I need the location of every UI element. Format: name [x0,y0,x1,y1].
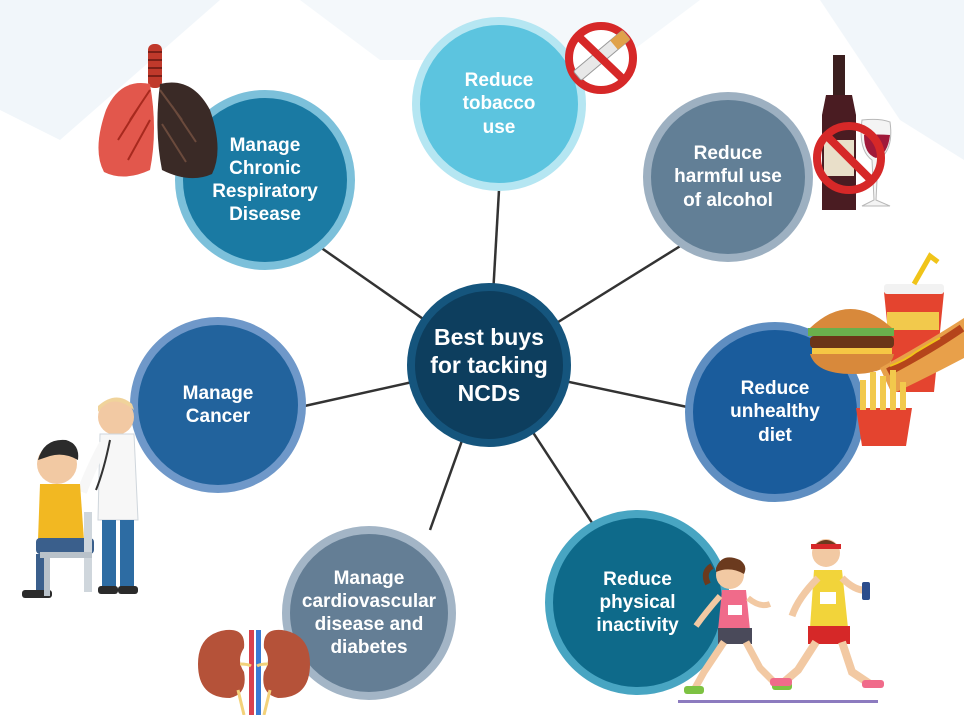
node-label-tobacco: Reduce tobacco use [462,70,536,138]
bg-shape-right [820,0,964,160]
node-manage-respiratory: Manage Chronic Respiratory Disease [175,90,355,270]
node-reduce-tobacco: Reduce tobacco use [412,17,586,191]
node-label-diet: Reduce unhealthy diet [730,378,820,446]
node-reduce-diet: Reduce unhealthy diet [685,322,865,502]
node-manage-cardio: Manage cardiovascular disease and diabet… [282,526,456,700]
node-label-cardio: Manage cardiovascular disease and diabet… [301,567,437,659]
node-label-physical: Reduce physical inactivity [596,568,679,637]
node-label-alcohol: Reduce harmful use of alcohol [674,143,782,211]
node-reduce-inactivity: Reduce physical inactivity [545,510,730,695]
node-label-cancer: Manage Cancer [182,382,254,427]
hub-node: Best buys for tacking NCDs [407,283,571,447]
node-label-respiratory: Manage Chronic Respiratory Disease [212,134,318,226]
hub-label: Best buys for tacking NCDs [430,323,548,407]
node-reduce-alcohol: Reduce harmful use of alcohol [643,92,813,262]
node-manage-cancer: Manage Cancer [130,317,306,493]
bg-shape-left [0,0,220,140]
